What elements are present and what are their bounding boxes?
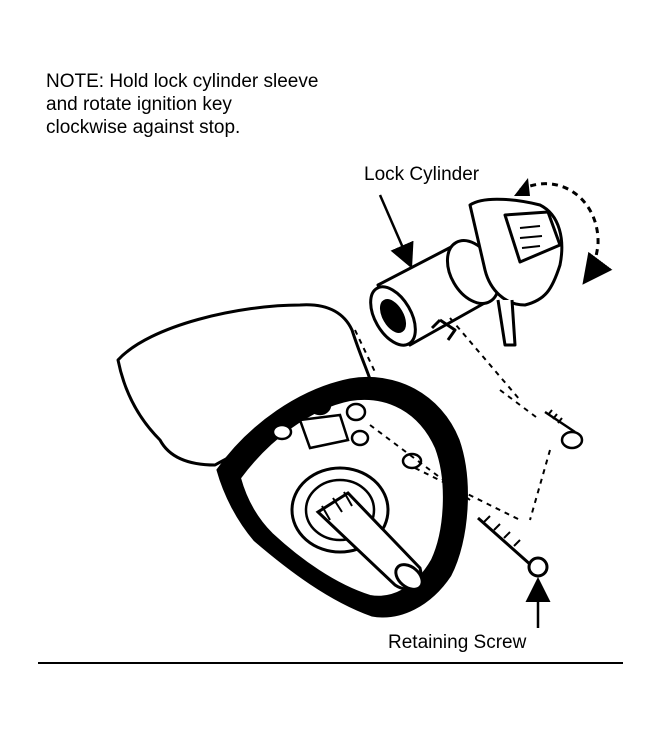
note-line-3: clockwise against stop. xyxy=(46,117,241,138)
lock-cylinder-leader xyxy=(378,194,414,269)
divider-line xyxy=(38,662,623,664)
retaining-screw-upper xyxy=(544,409,584,450)
ignition-key xyxy=(468,197,564,347)
lock-cylinder-label: Lock Cylinder xyxy=(364,164,480,185)
rotation-arrow-head xyxy=(514,178,530,196)
note-line-2: and rotate ignition key xyxy=(46,94,232,115)
note-line-1: NOTE: Hold lock cylinder sleeve xyxy=(46,71,319,92)
note-text: NOTE: Hold lock cylinder sleeve and rota… xyxy=(46,70,318,139)
retaining-screw-lower xyxy=(477,515,549,578)
steering-shaft xyxy=(315,491,424,591)
lock-cylinder xyxy=(369,239,501,347)
alignment-lines xyxy=(354,317,551,521)
retaining-screw-label: Retaining Screw xyxy=(388,632,527,653)
